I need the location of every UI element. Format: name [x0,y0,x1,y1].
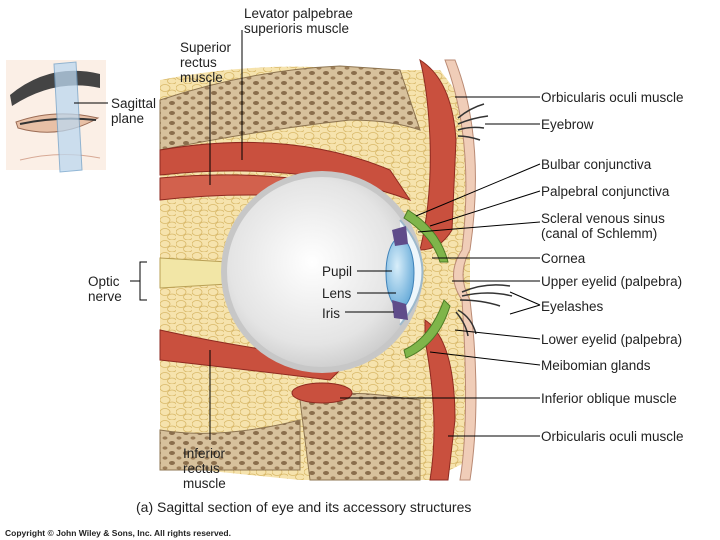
eyelash-hairs [455,284,513,337]
label-optic-nerve: Optic nerve [88,274,122,304]
figure-caption: (a) Sagittal section of eye and its acce… [136,499,472,515]
label-palpebral-conjunctiva: Palpebral conjunctiva [541,184,670,199]
inferior-oblique-shape [291,382,353,404]
label-lens: Lens [322,286,352,301]
eyebrow-hairs [457,103,489,141]
conjunctiva-lower-shape [403,299,451,359]
label-orbicularis-oculi-bottom: Orbicularis oculi muscle [541,429,684,444]
label-iris: Iris [322,306,340,321]
label-inferior-rectus: Inferior rectus muscle [183,446,226,491]
orbit-section [159,58,513,481]
label-eyebrow: Eyebrow [541,117,594,132]
label-cornea: Cornea [541,251,586,266]
leader-lines [130,30,541,440]
label-pupil: Pupil [322,264,353,279]
lens-shape [385,237,415,309]
conjunctiva-upper-shape [403,209,449,263]
skin-front [444,59,477,481]
orbital-roof-bone [159,65,421,151]
copyright-notice: Copyright © John Wiley & Sons, Inc. All … [5,528,231,538]
label-bulbar-conjunctiva: Bulbar conjunctiva [541,157,652,172]
label-eyelashes: Eyelashes [541,299,604,314]
levator-muscle [159,142,412,201]
sagittal-plane-inset [6,60,108,173]
label-meibomian-glands: Meibomian glands [541,358,651,373]
label-lower-eyelid: Lower eyelid (palpebra) [541,332,683,347]
label-scleral-venous-sinus: Scleral venous sinus (canal of Schlemm) [541,211,665,241]
iris-shape [392,226,408,320]
label-upper-eyelid: Upper eyelid (palpebra) [541,274,683,289]
label-superior-rectus: Superior rectus muscle [180,40,232,85]
label-levator-palpebrae: Levator palpebrae superioris muscle [244,6,353,36]
label-inferior-oblique: Inferior oblique muscle [541,391,677,406]
label-orbicularis-oculi-top: Orbicularis oculi muscle [541,90,684,105]
orbital-floor-bone [299,392,421,481]
label-sagittal-plane: Sagittal plane [111,96,157,126]
optic-nerve-shape [159,257,229,289]
